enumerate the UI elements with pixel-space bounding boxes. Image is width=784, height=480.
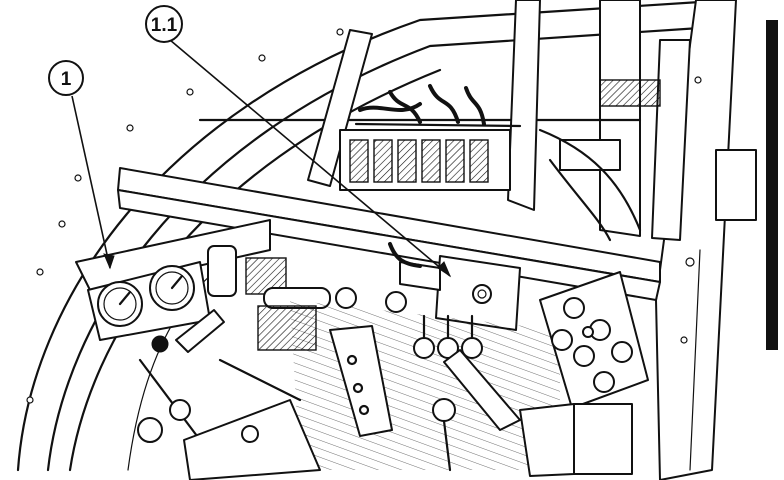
- callout-1-label: 1: [61, 69, 72, 90]
- callout-1-1: 1.1: [145, 5, 183, 43]
- callout-1: 1: [48, 60, 84, 96]
- instrument-panel-right: [539, 271, 649, 409]
- right-bulkhead: [655, 0, 778, 480]
- hull-rivets: [26, 28, 344, 404]
- hydraulic-valve-bank: [339, 84, 522, 191]
- center-pedals: [329, 314, 521, 472]
- pressure-gauge-left: [97, 281, 143, 327]
- gauge-panel: [75, 219, 287, 341]
- upper-right-components: [538, 79, 661, 242]
- diagonal-struts: [307, 0, 691, 241]
- callout-leaders: [71, 39, 452, 278]
- center-valve-block: [388, 242, 521, 331]
- callout-1-1-label: 1.1: [151, 15, 178, 36]
- pressure-gauge-right: [149, 265, 195, 311]
- lower-components: [137, 399, 633, 480]
